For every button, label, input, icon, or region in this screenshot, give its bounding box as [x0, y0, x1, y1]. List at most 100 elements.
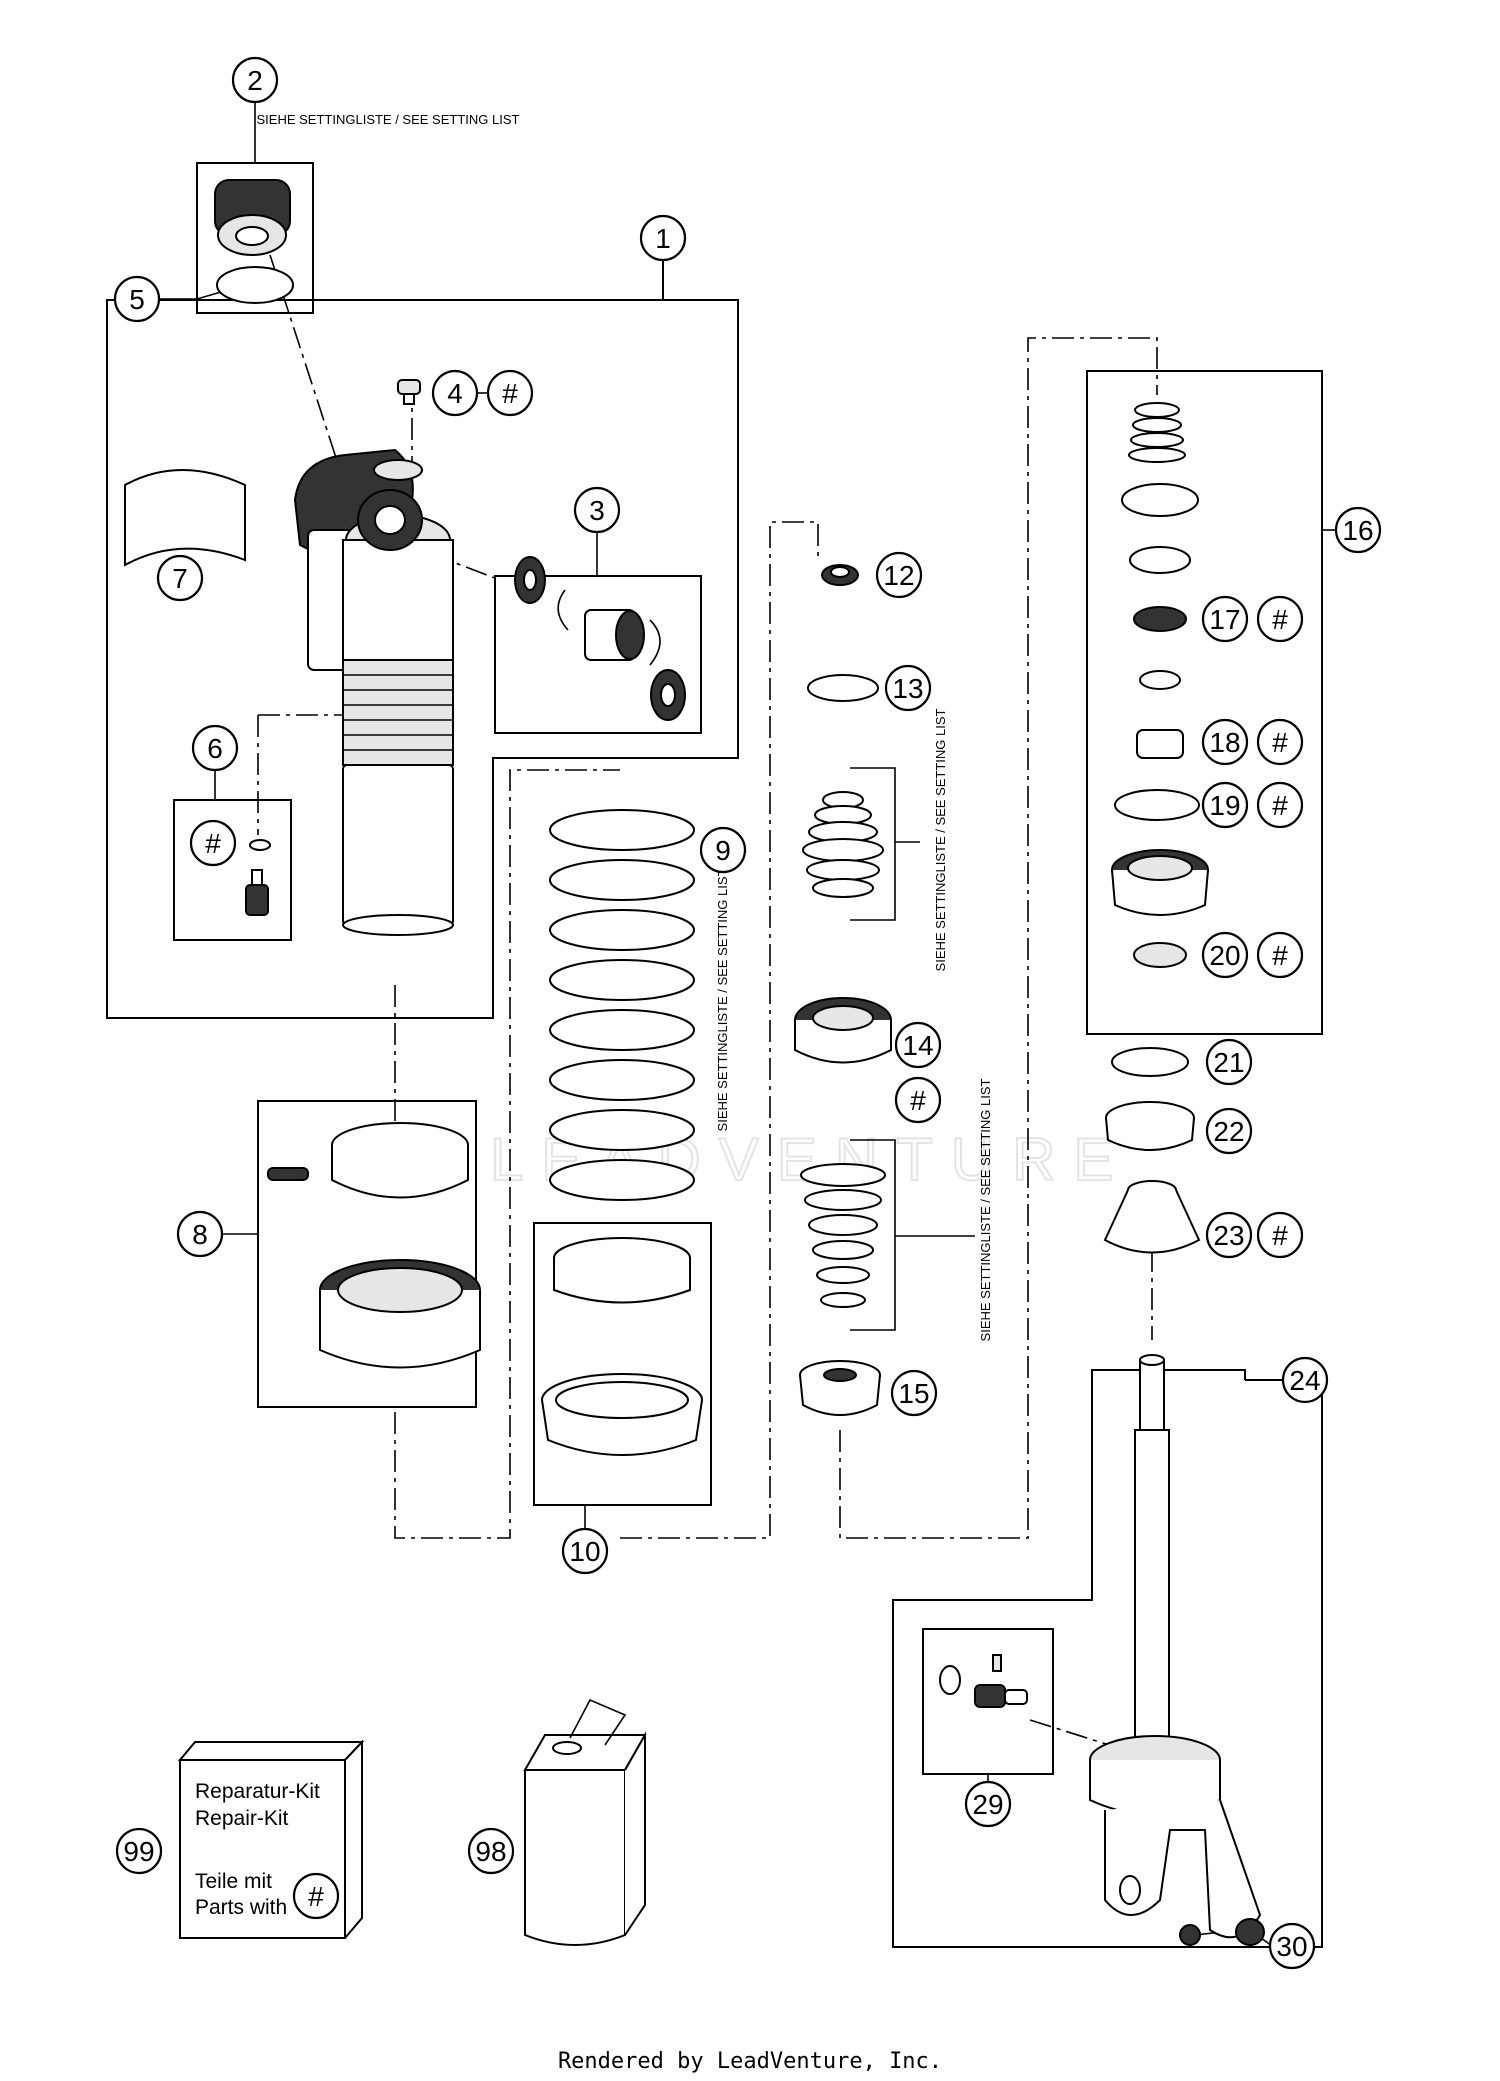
callout-label: #: [502, 378, 518, 409]
oil-can: [523, 1698, 647, 1946]
callout-hash: #: [486, 369, 534, 417]
callout-label: 6: [207, 733, 223, 764]
part-16-guide: [1129, 546, 1191, 574]
callout-circle: [639, 214, 687, 262]
callout-circle: [894, 1021, 942, 1069]
callout-circle: [156, 554, 204, 602]
callout-circle: [1201, 595, 1249, 643]
callout-18: 18: [1201, 718, 1249, 766]
callout-label: #: [910, 1085, 926, 1116]
part-12-nut: [821, 564, 859, 586]
callout-hash: #: [189, 819, 237, 867]
part-7-sticker: [124, 469, 246, 567]
kit-line-1: Reparatur-Kit: [195, 1780, 320, 1803]
callout-label: 19: [1209, 790, 1240, 821]
callout-label: #: [1272, 790, 1288, 821]
kit-line-3: Teile mit: [195, 1870, 272, 1893]
part-10-spring-seats: [541, 1237, 703, 1456]
note-spring: SIEHE SETTINGLISTE / SEE SETTING LIST: [715, 868, 730, 1131]
part-2-adjuster: [214, 179, 291, 256]
callout-hash: #: [1256, 931, 1304, 979]
callout-circle: [875, 551, 923, 599]
callout-22: 22: [1205, 1107, 1253, 1155]
note-top: SIEHE SETTINGLISTE / SEE SETTING LIST: [257, 112, 520, 127]
callout-24: 24: [1281, 1356, 1329, 1404]
callout-label: 29: [972, 1789, 1003, 1820]
box-part-10: [533, 1222, 712, 1506]
callout-13: 13: [884, 664, 932, 712]
callout-circle: [964, 1780, 1012, 1828]
callout-30: 30: [1268, 1922, 1316, 1970]
callout-circle: [176, 1210, 224, 1258]
callout-label: #: [1272, 604, 1288, 635]
callout-circle: [1201, 718, 1249, 766]
callout-label: 1: [655, 223, 671, 254]
shim-stack-upper: [802, 791, 884, 898]
callout-label: 7: [172, 563, 188, 594]
callout-hash: #: [894, 1076, 942, 1124]
part-20-ring: [1133, 942, 1187, 968]
callout-label: #: [205, 828, 221, 859]
kit-line-2: Repair-Kit: [195, 1807, 289, 1830]
part-30-cap: [1235, 1918, 1265, 1946]
callout-98: 98: [467, 1827, 515, 1875]
callout-circle: [573, 486, 621, 534]
callout-label: 18: [1209, 727, 1240, 758]
kit-line-4: Parts with: [195, 1896, 287, 1919]
part-3-bearing-set: [514, 556, 686, 721]
part-17-seal: [1133, 606, 1187, 632]
part-9-spring: [549, 809, 695, 1201]
callout-10: 10: [561, 1527, 609, 1575]
assembly-line-g: [394, 769, 620, 1539]
part-13-washer: [807, 674, 879, 702]
part-21-circlip: [1111, 1047, 1189, 1077]
callout-circle: [115, 1827, 163, 1875]
part-6-screw: [245, 839, 271, 916]
note-shims-lower: SIEHE SETTINGLISTE / SEE SETTING LIST: [978, 1078, 993, 1341]
callout-7: 7: [156, 554, 204, 602]
bracket-lower-shims: [850, 1139, 975, 1331]
callout-label: 4: [447, 378, 463, 409]
callout-circle: [1256, 931, 1304, 979]
callout-5: 5: [113, 275, 161, 323]
box-part-1: [106, 258, 739, 1019]
assembly-line-l: [1194, 1929, 1241, 1936]
callout-circle: [1205, 1107, 1253, 1155]
part-8-adjuster-rings: [267, 1122, 481, 1369]
callout-circle: [1256, 1211, 1304, 1259]
callout-99: 99: [115, 1827, 163, 1875]
note-shims-upper: SIEHE SETTINGLISTE / SEE SETTING LIST: [933, 708, 948, 971]
callout-circle: [1281, 1356, 1329, 1404]
callout-label: #: [1272, 727, 1288, 758]
callout-label: #: [1272, 940, 1288, 971]
shim-stack-lower: [800, 1163, 886, 1308]
callout-label: 99: [123, 1836, 154, 1867]
assembly-line-i: [839, 337, 1158, 1539]
box-part-8: [257, 1100, 477, 1408]
callout-9: 9: [699, 826, 747, 874]
callout-circle: [292, 1872, 340, 1920]
part-15-bumper: [799, 1360, 881, 1416]
assembly-line-h: [620, 521, 819, 1539]
callout-circle: [191, 724, 239, 772]
part-1-shock-body: [293, 448, 454, 936]
callout-23: 23: [1205, 1211, 1253, 1259]
callout-circle: [431, 369, 479, 417]
callout-hash: #: [1256, 1211, 1304, 1259]
callout-label: 98: [475, 1836, 506, 1867]
callout-label: 22: [1213, 1116, 1244, 1147]
box-part-16: [1086, 370, 1323, 1035]
callout-8: 8: [176, 1210, 224, 1258]
callout-circle: [1256, 595, 1304, 643]
part-14-piston: [794, 997, 892, 1064]
callout-circle: [1205, 1211, 1253, 1259]
callout-21: 21: [1205, 1038, 1253, 1086]
callout-circle: [1334, 506, 1382, 554]
part-4-screw: [397, 379, 421, 405]
repair-kit-box: Reparatur-Kit Repair-Kit Teile mit Parts…: [177, 1739, 365, 1939]
callout-circle: [467, 1827, 515, 1875]
callout-label: #: [308, 1881, 324, 1912]
callout-circle: [189, 819, 237, 867]
box-part-6: [173, 799, 292, 941]
